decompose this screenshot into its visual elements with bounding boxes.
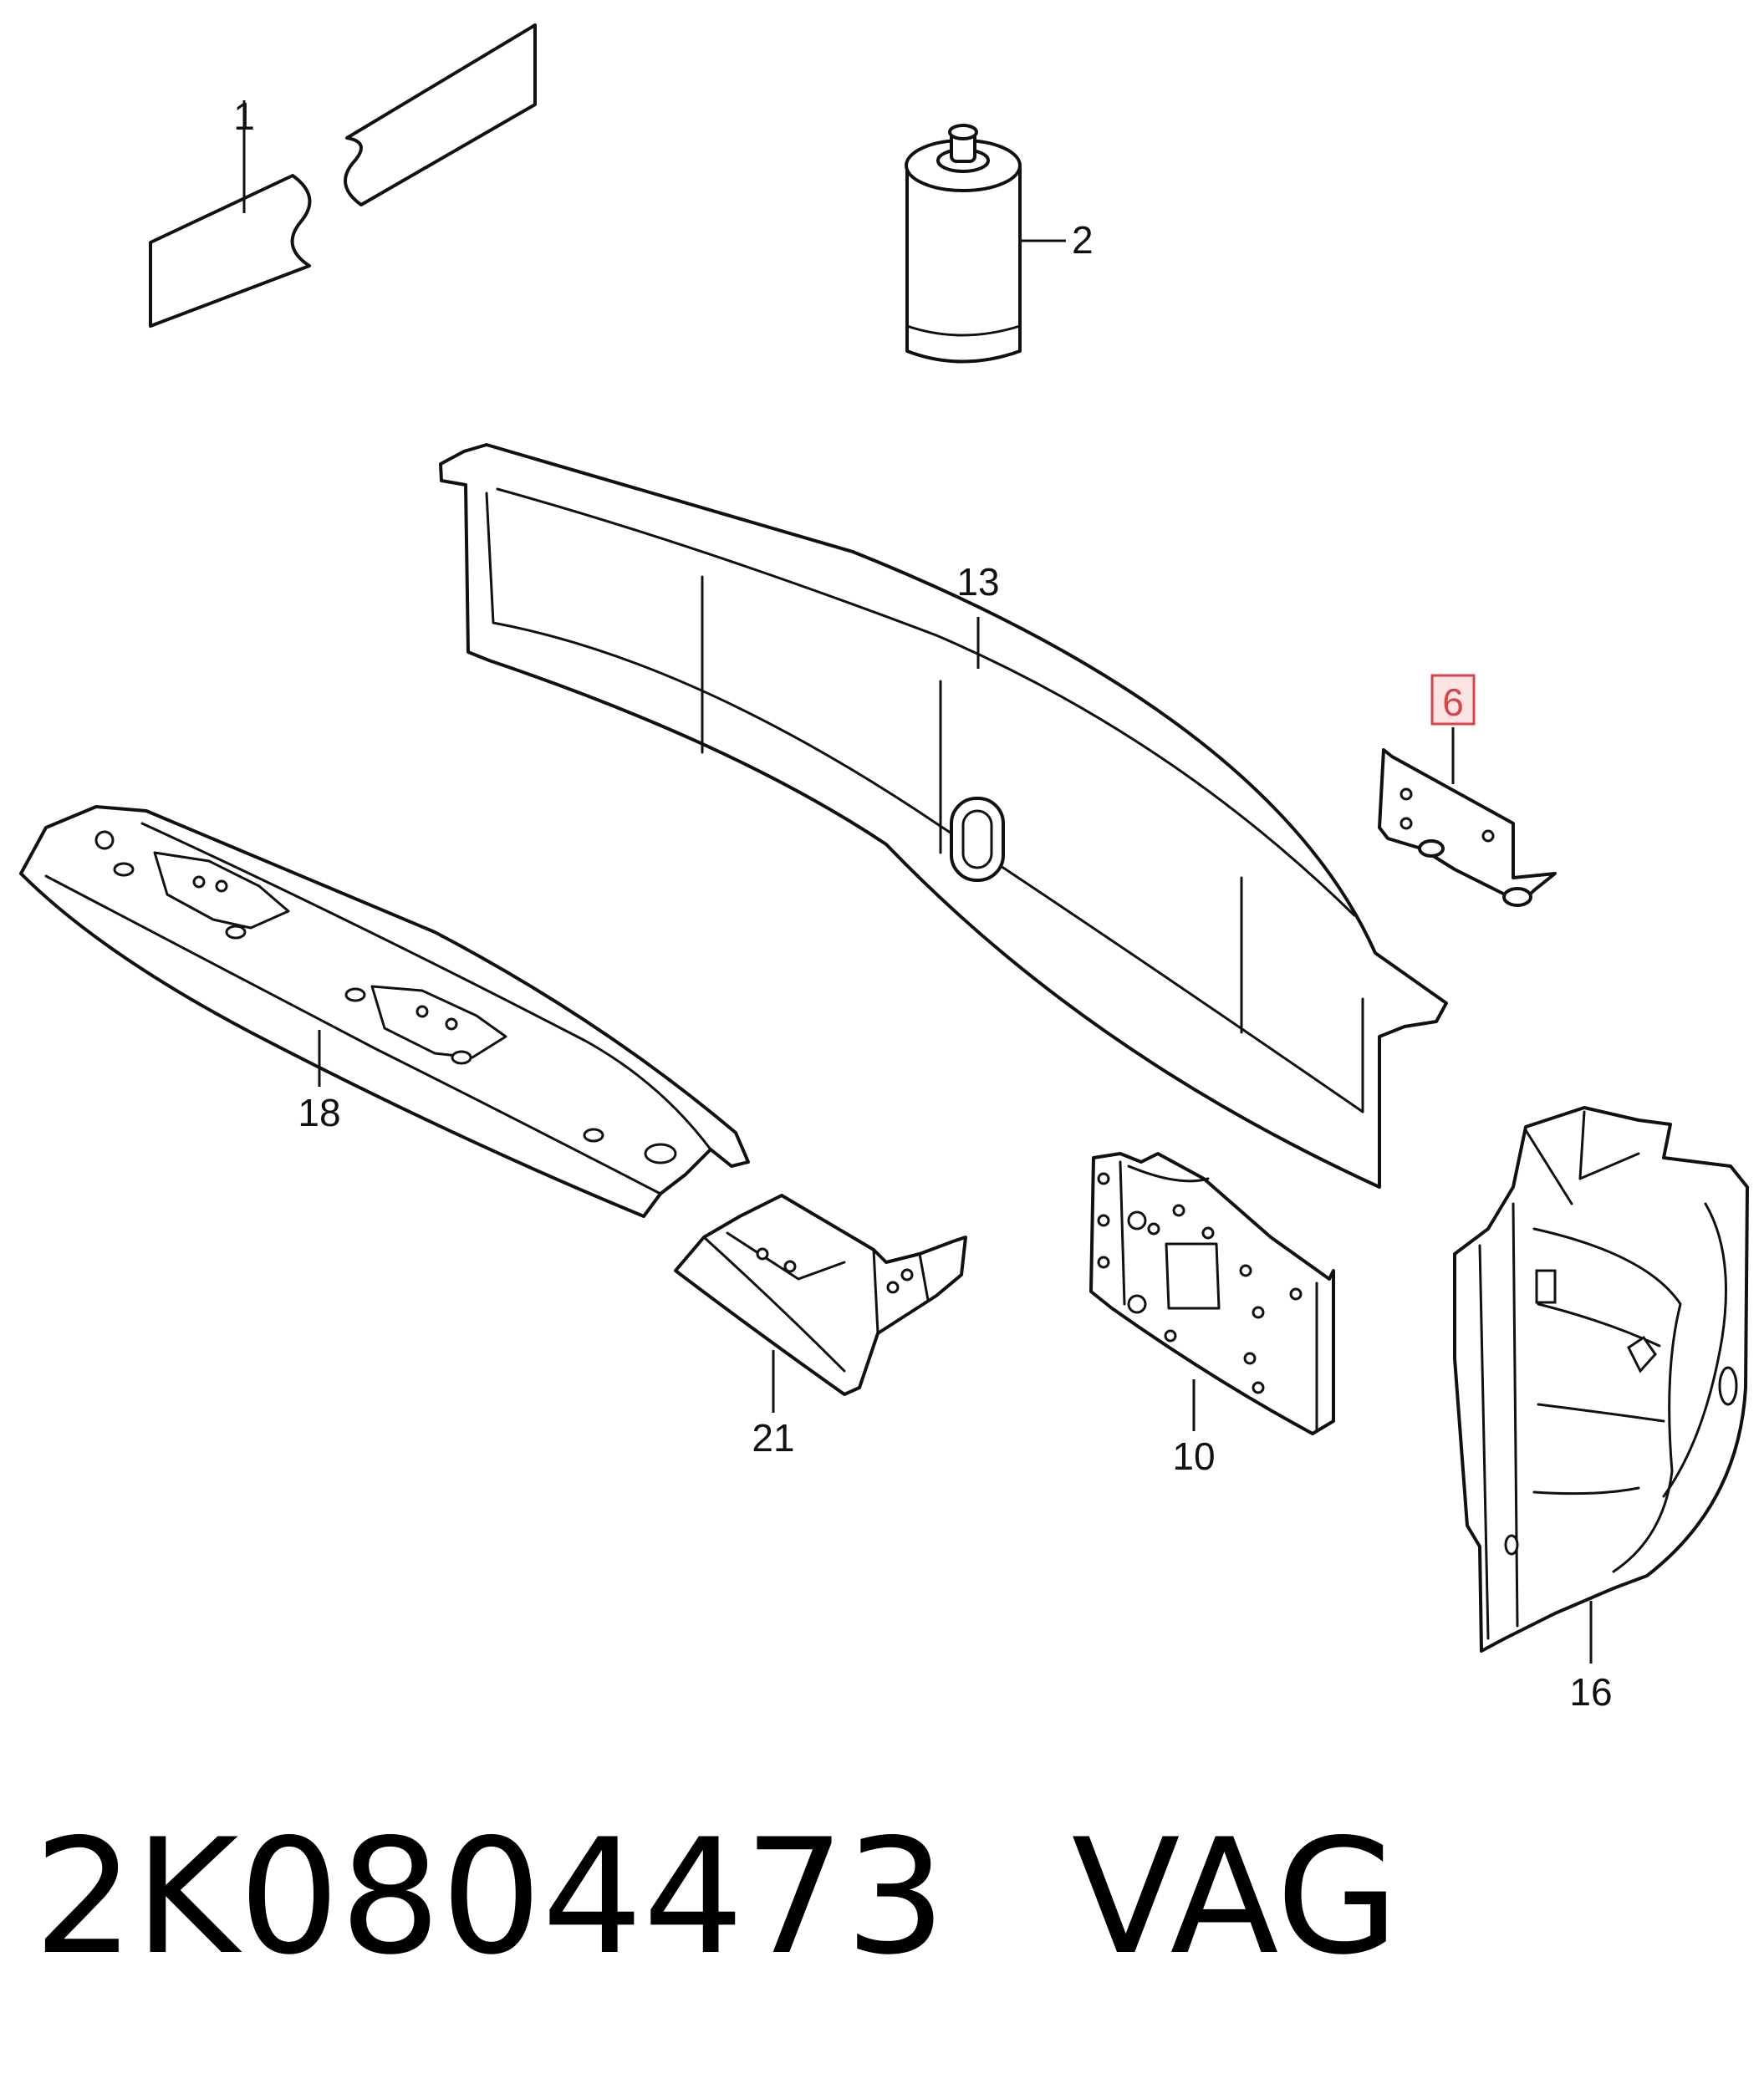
callout-6-highlight: [1430, 674, 1476, 726]
callout-16: 16: [1569, 1670, 1612, 1714]
footer-part-info: 2K0804473 VAG: [33, 1801, 1399, 1994]
part-6-bracket: 6: [1378, 674, 1557, 907]
callout-10: 10: [1172, 1434, 1215, 1478]
part-10-reinforcement-plate: 10: [1089, 1152, 1335, 1478]
part-number: 2K0804473: [33, 1805, 946, 1990]
part-21-mounting-bracket: 21: [674, 1194, 967, 1460]
callout-18: 18: [298, 1091, 340, 1134]
part-1-tape-strip: 1: [149, 23, 537, 328]
callout-6: 6: [1442, 680, 1464, 724]
callout-2: 2: [1072, 218, 1094, 262]
part-18-cross-member: 18: [19, 805, 750, 1218]
part-16-side-panel: 16: [1453, 1106, 1749, 1714]
callout-1: 1: [233, 94, 255, 138]
callout-21: 21: [752, 1416, 794, 1460]
callout-13: 13: [956, 560, 999, 604]
brand-name: VAG: [1071, 1805, 1399, 1990]
part-2-sealant-cartridge: 2: [905, 124, 1094, 364]
part-13-rear-panel: 13: [439, 443, 1448, 1189]
